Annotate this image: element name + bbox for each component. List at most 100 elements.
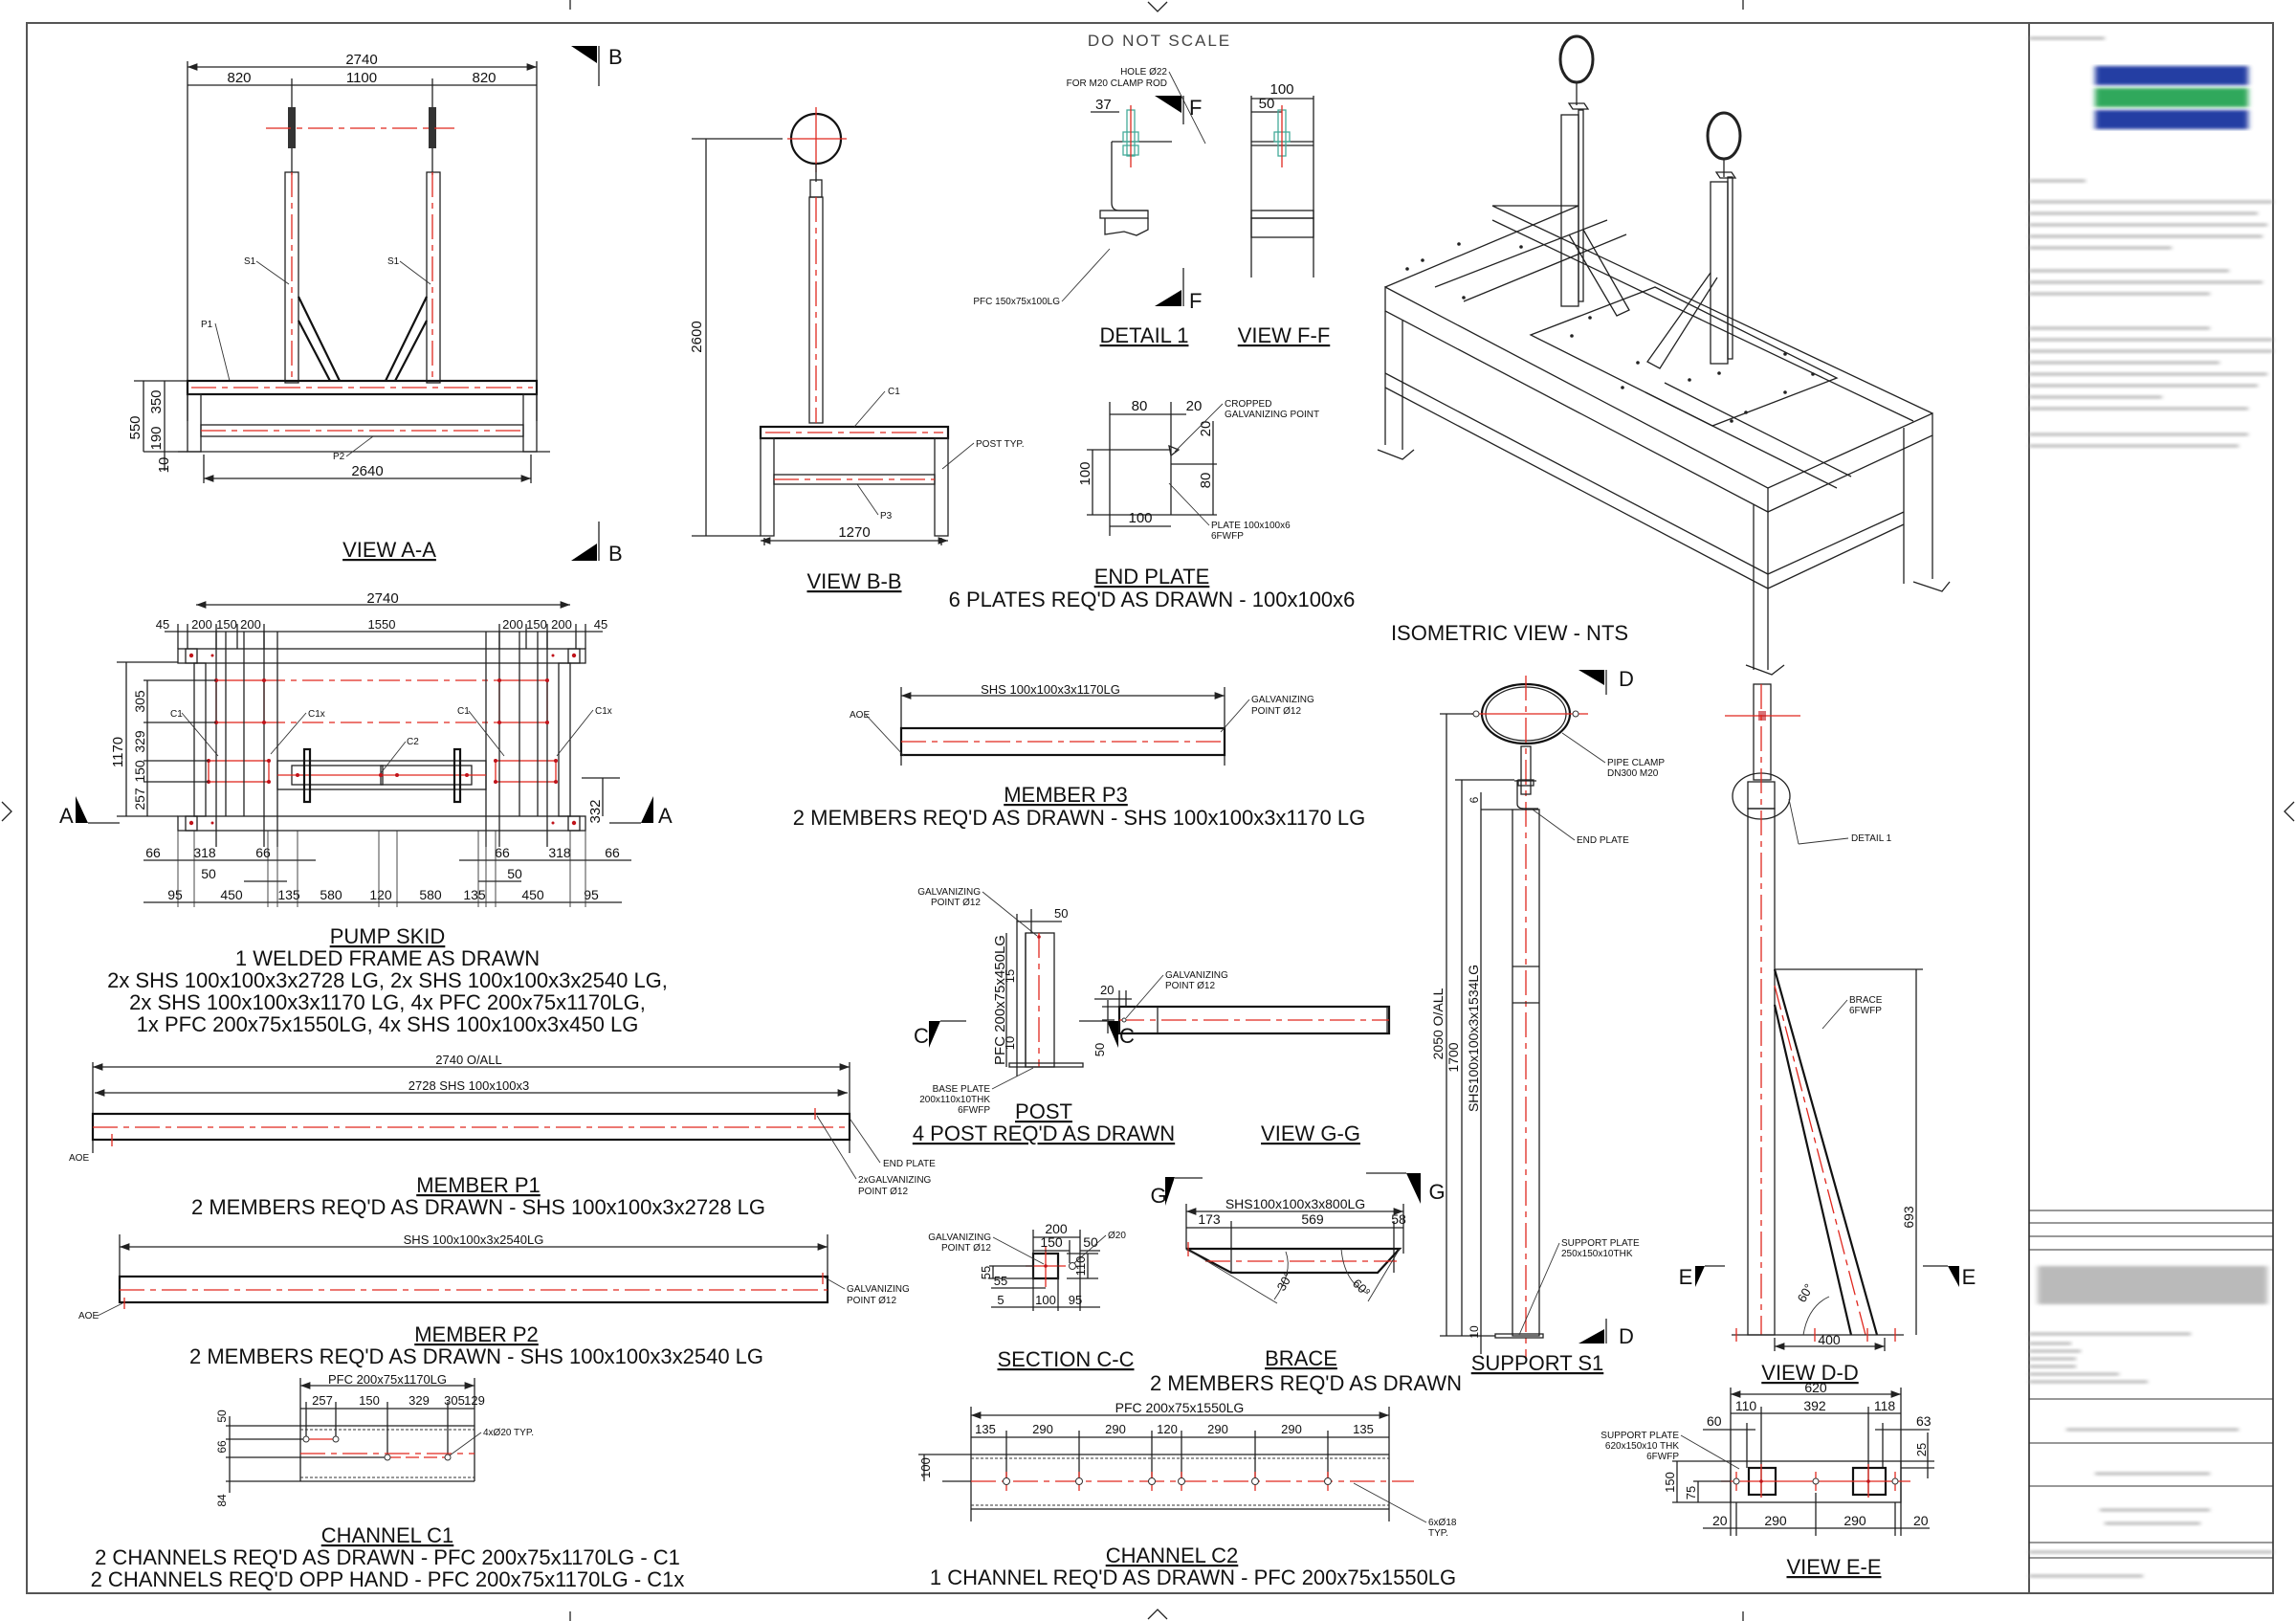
dim-ee-75: 75: [1684, 1486, 1698, 1499]
detail-1-title: DETAIL 1: [1100, 323, 1189, 347]
section-marker-e-left: E: [1679, 1265, 1693, 1289]
title-block-text-blurred: [2029, 292, 2210, 296]
brace: G G SHS100x100x3x800LG 173 569 58 30° 60…: [1150, 1172, 1462, 1395]
dim-skid-50-0: 50: [201, 866, 216, 881]
label-p3-galv: GALVANIZING: [1251, 695, 1314, 705]
title-block-text-blurred: [2029, 1357, 2076, 1361]
post-subtitle: 4 POST REQ'D AS DRAWN: [913, 1121, 1175, 1145]
dim-s1-member: SHS100x100x3x1534LG: [1466, 965, 1481, 1112]
dim-skid-bot1-1: 318: [193, 845, 216, 860]
dim-s1-10: 10: [1468, 1325, 1481, 1339]
title-block-text-blurred: [2029, 223, 2267, 227]
member-p2-title: MEMBER P2: [414, 1322, 539, 1346]
dim-gg-20: 20: [1100, 983, 1114, 997]
dim-c2-spacing-2: 290: [1105, 1422, 1126, 1436]
dim-ee-118: 118: [1874, 1398, 1896, 1413]
section-cc-title: SECTION C-C: [998, 1347, 1135, 1371]
label-ee-support-plate: SUPPORT PLATE: [1601, 1431, 1679, 1441]
dim-p2-member: SHS 100x100x3x2540LG: [404, 1232, 544, 1247]
member-p2-subtitle: 2 MEMBERS REQ'D AS DRAWN - SHS 100x100x3…: [189, 1344, 763, 1368]
member-p3-subtitle: 2 MEMBERS REQ'D AS DRAWN - SHS 100x100x3…: [793, 806, 1365, 830]
section-marker-a-right: A: [658, 804, 673, 828]
dim-dd-400: 400: [1818, 1332, 1841, 1347]
pump-skid-title: PUMP SKID: [330, 924, 446, 948]
dim-ee-150: 150: [1663, 1472, 1677, 1493]
end-plate-title: END PLATE: [1094, 565, 1210, 588]
label-6fwfp: 6FWFP: [1211, 531, 1244, 542]
logo-band-2: [2095, 88, 2248, 107]
label-p1-galv-point: POINT Ø12: [858, 1187, 908, 1197]
dim-c2-spacing-4: 290: [1207, 1422, 1228, 1436]
support-s1: D D PIPE CLAMP DN300 M20 END PLATE SUPPO…: [1430, 667, 1665, 1375]
c2-hole: [1075, 1477, 1083, 1485]
dim-c1-spacing-0: 257: [312, 1393, 333, 1408]
dim-brace-173: 173: [1198, 1211, 1221, 1227]
section-marker-g-left: G: [1150, 1184, 1166, 1208]
view-ff-title: VIEW F-F: [1238, 323, 1331, 347]
label-p2-aoe: AOE: [78, 1311, 99, 1321]
label-p2: P2: [333, 452, 345, 462]
label-post-galv: GALVANIZING: [917, 887, 981, 898]
section-cc: 200 150 50 Ø20 110 55 55 5 100 95 GALVAN…: [928, 1221, 1134, 1371]
dim-skid-332: 332: [587, 799, 604, 823]
view-aa-title: VIEW A-A: [342, 538, 436, 562]
detail-1: HOLE Ø22 FOR M20 CLAMP ROD 37 PFC 150x75…: [973, 67, 1206, 347]
dim-50: 50: [1259, 96, 1275, 112]
dim-ee-392: 392: [1803, 1398, 1826, 1413]
title-block-text-blurred: [2029, 1372, 2119, 1376]
dim-ee-290-left: 290: [1764, 1513, 1787, 1528]
title-block-text-blurred: [2029, 36, 2105, 40]
dim-c1-66: 66: [215, 1440, 229, 1454]
label-dd-detail-1: DETAIL 1: [1851, 833, 1892, 844]
dim-skid-top-1: 200: [191, 617, 212, 632]
dim-37: 37: [1095, 97, 1112, 113]
title-block-text-blurred: [2029, 1342, 2071, 1345]
dim-c2-spacing-5: 290: [1281, 1422, 1302, 1436]
section-marker-b-bottom: B: [608, 542, 623, 566]
dim-skid-bot1-0: 66: [145, 845, 161, 860]
label-post-base: BASE PLATE: [933, 1084, 991, 1095]
section-marker-f-top: F: [1189, 96, 1202, 120]
dim-cc-100: 100: [1035, 1293, 1056, 1307]
label-cc-galv: GALVANIZING: [928, 1232, 991, 1243]
label-skid-c1x-right: C1x: [595, 706, 612, 717]
dim-ee-290-right: 290: [1843, 1513, 1866, 1528]
title-block-text-blurred: [2029, 433, 2248, 436]
dim-skid-top-3: 200: [240, 617, 261, 632]
label-p3-aoe: AOE: [850, 710, 870, 721]
label-skid-c1-right: C1: [457, 706, 470, 717]
label-ee-6fwfp: 6FWFP: [1646, 1452, 1679, 1462]
pump-skid-line-0: 1 WELDED FRAME AS DRAWN: [235, 946, 540, 970]
dim-20-top: 20: [1186, 398, 1203, 414]
label-s1-right: S1: [387, 256, 400, 267]
dim-skid-left-0: 305: [132, 690, 147, 713]
view-dd-title: VIEW D-D: [1761, 1361, 1858, 1385]
label-post-base-size: 200x110x10THK: [919, 1095, 990, 1105]
label-cropped: CROPPED: [1225, 399, 1271, 410]
dim-skid-top-0: 45: [156, 617, 169, 632]
member-p1-subtitle: 2 MEMBERS REQ'D AS DRAWN - SHS 100x100x3…: [191, 1195, 765, 1219]
label-c2-typ: TYP.: [1428, 1528, 1448, 1539]
dim-skid-bot2-7: 450: [521, 887, 544, 902]
isometric-view: [1377, 34, 1951, 676]
section-marker-f-bottom: F: [1189, 289, 1202, 313]
dim-190: 190: [148, 426, 165, 450]
title-block-text-blurred: [2029, 1332, 2191, 1336]
dim-p1-overall: 2740 O/ALL: [435, 1053, 501, 1067]
title-block-text-blurred: [2029, 372, 2267, 376]
dim-100-left: 100: [1077, 461, 1093, 485]
label-p1-aoe: AOE: [69, 1153, 89, 1164]
section-marker-g-right: G: [1428, 1180, 1445, 1204]
view-gg-title: VIEW G-G: [1261, 1121, 1360, 1145]
title-block-text-blurred: [2029, 269, 2229, 273]
pump-skid-line-2: 2x SHS 100x100x3x1170 LG, 4x PFC 200x75x…: [129, 990, 646, 1014]
dim-skid-top-4: 1550: [368, 617, 396, 632]
label-p1-galv: 2xGALVANIZING: [858, 1175, 932, 1186]
angle-brace-60: 60°: [1350, 1277, 1374, 1300]
view-ee: 620 110 392 118 60 63 25 150 75 20 290 2…: [1601, 1380, 1934, 1579]
dim-c1-84: 84: [215, 1494, 229, 1507]
